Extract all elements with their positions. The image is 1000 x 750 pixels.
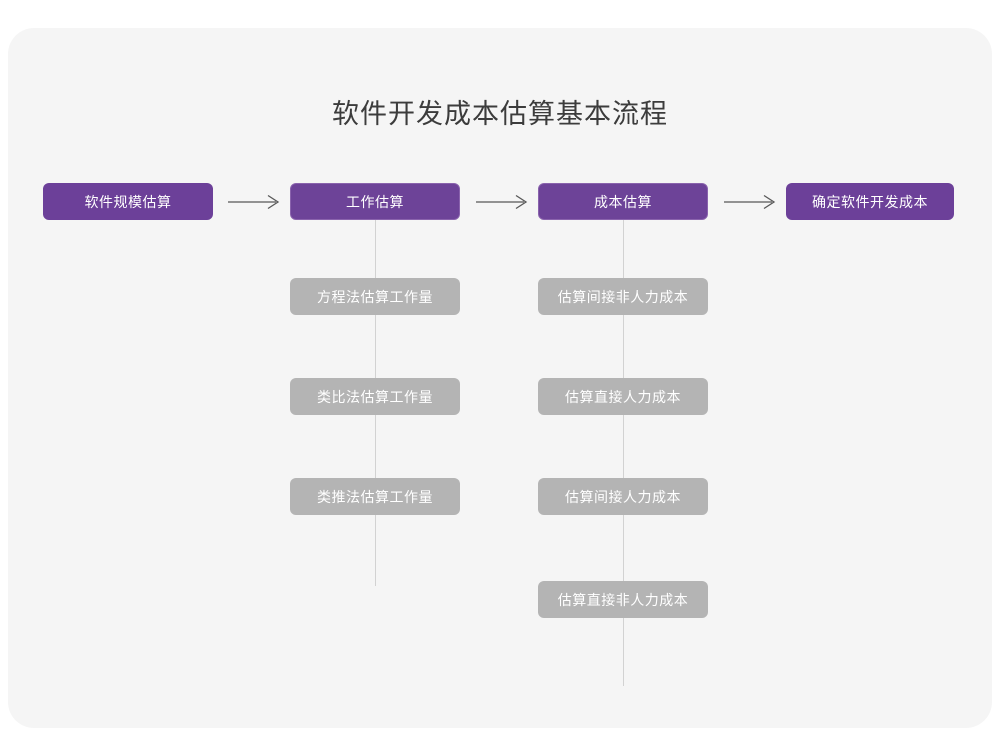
- stage-node-label: 工作估算: [346, 193, 404, 210]
- arrow-right-icon: [476, 194, 530, 210]
- arrow-right-icon: [724, 194, 778, 210]
- sub-node-label: 估算直接非人力成本: [557, 591, 689, 608]
- connector-line-cost-estimation: [623, 220, 624, 686]
- diagram-card-background: [8, 28, 992, 728]
- stage-node-final-cost[interactable]: 确定软件开发成本: [786, 183, 954, 220]
- stage-node-cost-estimation[interactable]: 成本估算: [538, 183, 708, 220]
- stage-node-label: 软件规模估算: [84, 193, 172, 210]
- arrow-right-icon: [228, 194, 282, 210]
- sub-node-label: 类推法估算工作量: [317, 488, 433, 505]
- sub-node-indirect-nonlabor-cost[interactable]: 估算间接非人力成本: [538, 278, 708, 315]
- page-title: 软件开发成本估算基本流程: [332, 99, 668, 129]
- sub-node-direct-labor-cost[interactable]: 估算直接人力成本: [538, 378, 708, 415]
- sub-node-analogy-method[interactable]: 类比法估算工作量: [290, 378, 460, 415]
- stage-node-software-size-estimation[interactable]: 软件规模估算: [43, 183, 213, 220]
- sub-node-inference-method[interactable]: 类推法估算工作量: [290, 478, 460, 515]
- sub-node-label: 估算间接人力成本: [565, 488, 681, 505]
- sub-node-label: 估算间接非人力成本: [557, 288, 689, 305]
- sub-node-indirect-labor-cost[interactable]: 估算间接人力成本: [538, 478, 708, 515]
- sub-node-equation-method[interactable]: 方程法估算工作量: [290, 278, 460, 315]
- sub-node-label: 类比法估算工作量: [317, 388, 433, 405]
- stage-node-label: 确定软件开发成本: [812, 193, 928, 210]
- sub-node-label: 方程法估算工作量: [317, 288, 433, 305]
- sub-node-label: 估算直接人力成本: [565, 388, 681, 405]
- sub-node-direct-nonlabor-cost[interactable]: 估算直接非人力成本: [538, 581, 708, 618]
- stage-node-label: 成本估算: [594, 193, 652, 210]
- stage-node-work-estimation[interactable]: 工作估算: [290, 183, 460, 220]
